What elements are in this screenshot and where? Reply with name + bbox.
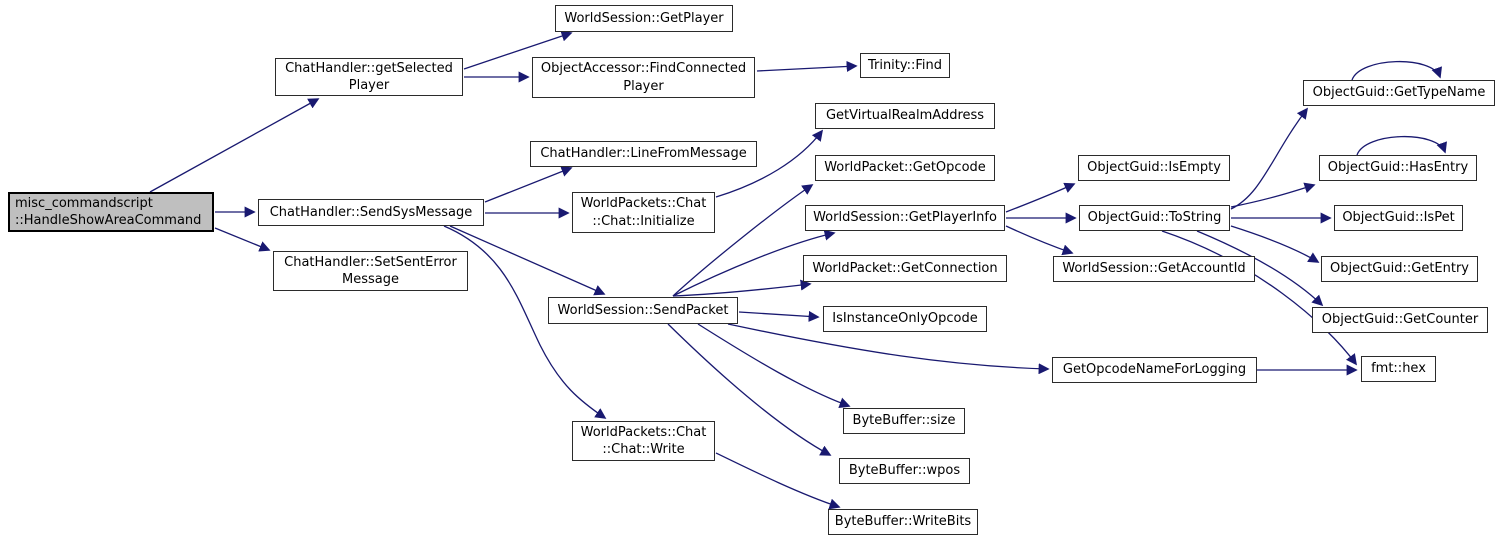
edge-sendpacket-to-getconnection: [672, 279, 812, 297]
edge-sendsysmessage-to-linefrommessage: [484, 166, 573, 203]
node-get-opcode-name-for-logging[interactable]: GetOpcodeNameForLogging: [1052, 357, 1257, 383]
node-fmt-hex[interactable]: fmt::hex: [1361, 356, 1436, 382]
edge-sendpacket-to-getopcode: [672, 184, 814, 297]
node-get-player-info[interactable]: WorldSession::GetPlayerInfo: [805, 205, 1005, 231]
node-get-entry[interactable]: ObjectGuid::GetEntry: [1321, 256, 1478, 282]
edge-sendpacket-to-wpos: [667, 323, 832, 456]
edge-tostring-to-hasentry: [1230, 182, 1316, 208]
edge-sendpacket-to-size: [697, 323, 851, 408]
edge-root-to-setsenterrormessage: [214, 227, 271, 252]
node-get-counter[interactable]: ObjectGuid::GetCounter: [1312, 307, 1488, 333]
node-is-empty[interactable]: ObjectGuid::IsEmpty: [1078, 155, 1230, 181]
node-has-entry[interactable]: ObjectGuid::HasEntry: [1319, 155, 1477, 181]
edge-getselectedplayer-to-getplayer: [463, 30, 573, 70]
edge-tostring-to-fmthex: [1161, 230, 1357, 366]
node-line-from-message[interactable]: ChatHandler::LineFromMessage: [530, 141, 757, 167]
node-get-selected-player[interactable]: ChatHandler::getSelected Player: [275, 58, 463, 96]
node-get-type-name[interactable]: ObjectGuid::GetTypeName: [1303, 80, 1495, 106]
edge-findconnectedplayer-to-trinityfind: [756, 60, 858, 72]
edge-gettypename-self-loop: [1351, 60, 1442, 81]
node-trinity-find[interactable]: Trinity::Find: [860, 53, 950, 78]
edge-chatinitialize-to-getvirtualrealmaddress: [715, 129, 824, 198]
node-get-account-id[interactable]: WorldSession::GetAccountId: [1053, 256, 1255, 282]
edge-hasentry-self-loop: [1356, 135, 1447, 156]
node-get-virtual-realm-address[interactable]: GetVirtualRealmAddress: [815, 103, 995, 129]
edge-chatwrite-to-writebits: [715, 452, 841, 510]
node-set-sent-error-message[interactable]: ChatHandler::SetSentError Message: [273, 251, 468, 291]
edge-tostring-to-gettypename: [1230, 107, 1309, 210]
edge-root-to-getselectedplayer: [149, 98, 320, 193]
node-send-sys-message[interactable]: ChatHandler::SendSysMessage: [258, 199, 484, 226]
edge-sendsysmessage-to-sendpacket: [449, 225, 606, 296]
node-get-connection[interactable]: WorldPacket::GetConnection: [803, 255, 1007, 282]
edge-getplayerinfo-to-getaccountid: [1005, 225, 1074, 256]
node-send-packet[interactable]: WorldSession::SendPacket: [548, 297, 738, 324]
node-is-pet[interactable]: ObjectGuid::IsPet: [1334, 205, 1463, 231]
node-to-string[interactable]: ObjectGuid::ToString: [1079, 205, 1230, 231]
edge-sendsysmessage-to-chatwrite: [443, 225, 607, 419]
edge-tostring-to-getentry: [1230, 225, 1320, 263]
edge-getplayerinfo-to-isempty: [1005, 182, 1076, 213]
node-get-player[interactable]: WorldSession::GetPlayer: [555, 5, 733, 32]
node-find-connected-player[interactable]: ObjectAccessor::FindConnected Player: [532, 57, 755, 98]
node-world-packet-get-opcode[interactable]: WorldPacket::GetOpcode: [815, 155, 995, 181]
edge-sendpacket-to-getplayerinfo: [672, 229, 836, 297]
edge-tostring-to-getcounter: [1196, 230, 1324, 307]
node-bytebuffer-writebits[interactable]: ByteBuffer::WriteBits: [828, 509, 978, 535]
node-bytebuffer-size[interactable]: ByteBuffer::size: [843, 408, 965, 434]
node-handle-show-area-command[interactable]: misc_commandscript ::HandleShowAreaComma…: [8, 192, 214, 232]
node-chat-initialize[interactable]: WorldPackets::Chat ::Chat::Initialize: [572, 192, 715, 233]
node-bytebuffer-wpos[interactable]: ByteBuffer::wpos: [839, 458, 970, 484]
node-chat-write[interactable]: WorldPackets::Chat ::Chat::Write: [572, 421, 715, 461]
node-is-instance-only-opcode[interactable]: IsInstanceOnlyOpcode: [823, 306, 987, 332]
edge-sendpacket-to-isinstanceonlyopcode: [738, 310, 820, 322]
edge-sendpacket-to-getopcodenameforlogging: [727, 323, 1050, 375]
